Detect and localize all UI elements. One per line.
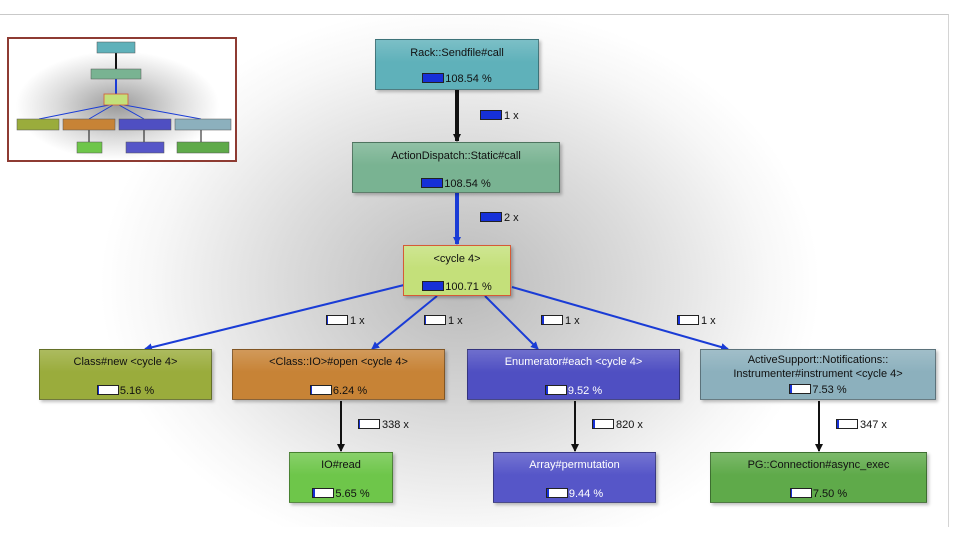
node-percent: 108.54 % xyxy=(376,73,538,86)
edge-cycle-activesupport xyxy=(511,286,729,351)
node-percent-value: 6.24 % xyxy=(332,385,368,397)
call-bar xyxy=(480,212,502,222)
node-title: Enumerator#each <cycle 4> xyxy=(504,356,643,368)
node-enumerator-each[interactable]: Enumerator#each <cycle 4> 9.52 % xyxy=(467,349,680,400)
node-actiondispatch-static-call[interactable]: ActionDispatch::Static#call 108.54 % xyxy=(352,142,560,193)
minimap-node xyxy=(76,141,103,154)
minimap-graph xyxy=(9,39,235,160)
percent-bar xyxy=(544,385,567,395)
minimap-node xyxy=(62,118,116,131)
node-pg-connection-async-exec[interactable]: PG::Connection#async_exec 7.50 % xyxy=(710,452,927,503)
call-bar xyxy=(326,315,348,325)
percent-bar xyxy=(545,488,568,498)
minimap-node xyxy=(103,93,129,106)
call-count-cycle-ioopen: 1 x xyxy=(424,315,463,327)
node-io-read[interactable]: IO#read 5.65 % xyxy=(289,452,393,503)
node-percent: 100.71 % xyxy=(404,281,510,294)
node-percent-value: 7.50 % xyxy=(812,488,848,500)
node-rack-sendfile-call[interactable]: Rack::Sendfile#call 108.54 % xyxy=(375,39,539,90)
call-count-label: 1 x xyxy=(565,315,580,327)
node-title: <cycle 4> xyxy=(433,253,481,265)
call-bar xyxy=(358,419,380,429)
node-title: IO#read xyxy=(321,459,361,471)
call-bar xyxy=(480,110,502,120)
graph-overview-minimap[interactable] xyxy=(7,37,237,162)
call-count-cycle-activesupport: 1 x xyxy=(677,315,716,327)
node-title: Rack::Sendfile#call xyxy=(410,47,504,59)
edge-cycle-classnew xyxy=(144,284,405,352)
percent-bar xyxy=(312,488,335,498)
percent-bar xyxy=(422,281,445,291)
percent-bar xyxy=(421,178,444,188)
call-count-cycle-enumerator: 1 x xyxy=(541,315,580,327)
call-count-label: 1 x xyxy=(448,315,463,327)
node-percent-value: 108.54 % xyxy=(444,178,491,190)
percent-bar xyxy=(422,73,445,83)
edge-cycle-enumerator xyxy=(484,295,539,350)
node-percent-value: 5.16 % xyxy=(119,385,155,397)
call-count-label: 820 x xyxy=(616,419,643,431)
call-bar xyxy=(541,315,563,325)
node-percent: 7.53 % xyxy=(701,384,935,397)
call-count-enumerator-permutation: 820 x xyxy=(592,419,643,431)
minimap-node xyxy=(176,141,230,154)
minimap-node xyxy=(174,118,232,131)
percent-bar xyxy=(96,385,119,395)
node-title: PG::Connection#async_exec xyxy=(747,459,890,471)
call-count-label: 1 x xyxy=(350,315,365,327)
node-title: ActionDispatch::Static#call xyxy=(391,150,521,162)
node-title: Array#permutation xyxy=(529,459,620,471)
node-activesupport-instrument[interactable]: ActiveSupport::Notifications:: Instrumen… xyxy=(700,349,936,400)
node-percent: 108.54 % xyxy=(353,178,559,191)
call-count-label: 2 x xyxy=(504,212,519,224)
node-io-open[interactable]: <Class::IO>#open <cycle 4> 6.24 % xyxy=(232,349,445,400)
node-percent: 9.44 % xyxy=(494,488,655,501)
node-percent-value: 108.54 % xyxy=(445,73,492,85)
edge-cycle-ioopen xyxy=(371,295,438,350)
node-percent: 5.16 % xyxy=(40,385,211,398)
minimap-node xyxy=(90,68,142,80)
call-bar xyxy=(836,419,858,429)
call-count-activesupport-pgconn: 347 x xyxy=(836,419,887,431)
percent-bar xyxy=(789,384,812,394)
call-count-label: 338 x xyxy=(382,419,409,431)
call-count-label: 1 x xyxy=(701,315,716,327)
percent-bar xyxy=(309,385,332,395)
node-class-new[interactable]: Class#new <cycle 4> 5.16 % xyxy=(39,349,212,400)
call-graph-canvas[interactable]: 1 x 2 x 1 x 1 x 1 x 1 x 338 x 820 x 347 … xyxy=(0,14,949,527)
call-count-ioopen-ioread: 338 x xyxy=(358,419,409,431)
minimap-node xyxy=(96,41,136,54)
node-percent-value: 100.71 % xyxy=(445,281,492,293)
call-count-label: 347 x xyxy=(860,419,887,431)
minimap-node xyxy=(118,118,172,131)
node-percent-value: 9.52 % xyxy=(567,385,603,397)
node-percent-value: 7.53 % xyxy=(812,384,847,396)
node-percent-value: 9.44 % xyxy=(568,488,604,500)
minimap-node xyxy=(125,141,165,154)
node-title-line1: ActiveSupport::Notifications:: xyxy=(747,354,889,366)
node-title: Class#new <cycle 4> xyxy=(73,356,178,368)
node-title-line2: Instrumenter#instrument <cycle 4> xyxy=(733,368,903,380)
node-percent-value: 5.65 % xyxy=(335,488,370,500)
percent-bar xyxy=(789,488,812,498)
call-bar xyxy=(592,419,614,429)
node-percent: 7.50 % xyxy=(711,488,926,501)
call-bar xyxy=(677,315,699,325)
node-array-permutation[interactable]: Array#permutation 9.44 % xyxy=(493,452,656,503)
node-percent: 5.65 % xyxy=(290,488,392,501)
call-count-rack-action: 1 x xyxy=(480,110,519,122)
node-cycle-4[interactable]: <cycle 4> 100.71 % xyxy=(403,245,511,296)
node-percent: 6.24 % xyxy=(233,385,444,398)
call-count-label: 1 x xyxy=(504,110,519,122)
call-edges xyxy=(144,90,823,452)
node-percent: 9.52 % xyxy=(468,385,679,398)
minimap-node xyxy=(16,118,60,131)
node-title: <Class::IO>#open <cycle 4> xyxy=(269,356,408,368)
call-count-action-cycle: 2 x xyxy=(480,212,519,224)
call-count-cycle-classnew: 1 x xyxy=(326,315,365,327)
call-bar xyxy=(424,315,446,325)
